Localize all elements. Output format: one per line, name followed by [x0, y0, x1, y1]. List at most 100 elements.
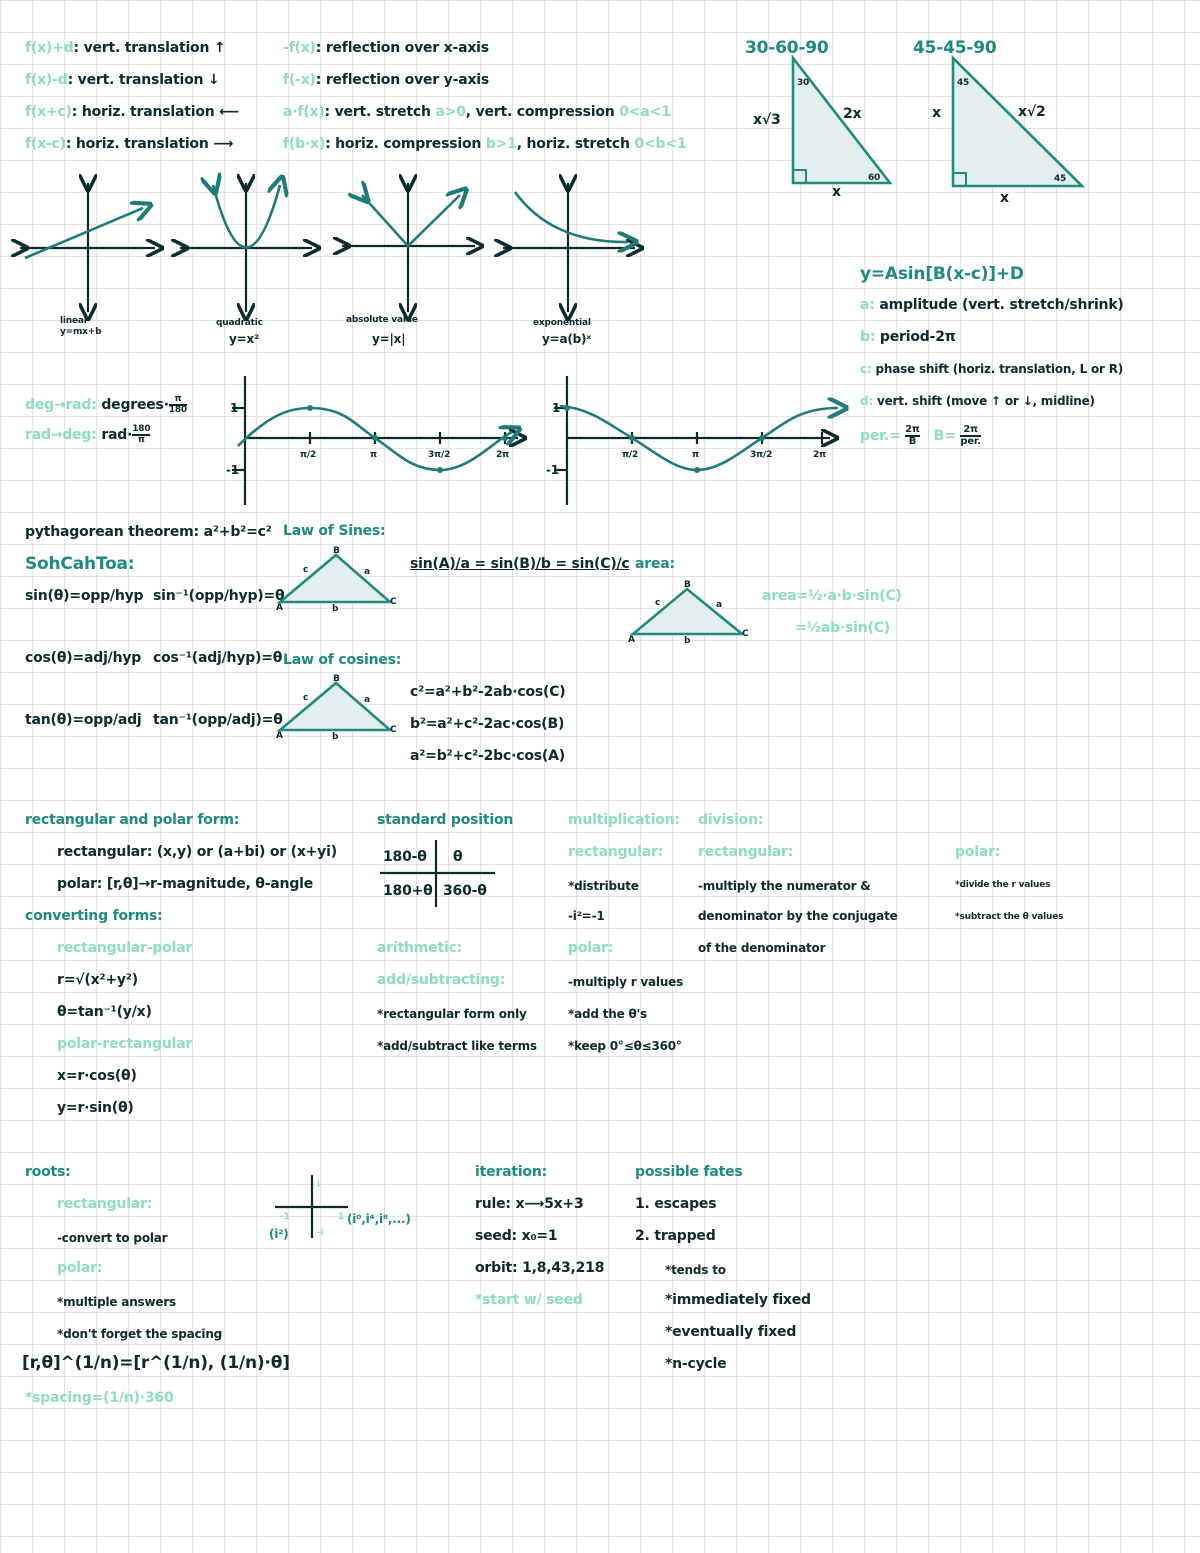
roots-formula: [r,θ]^(1/n)=[r^(1/n), (1/n)·θ]	[22, 1353, 290, 1373]
absolute-value-graph	[342, 183, 475, 312]
angle-60-label: 60	[868, 173, 881, 183]
cosine-y-bottom: -1	[546, 463, 559, 477]
roots-polar-title: polar:	[57, 1260, 103, 1276]
law-of-cosines-2: b²=a²+c²-2ac·cos(B)	[410, 716, 565, 732]
sin-inverse: sin⁻¹(opp/hyp)=θ	[153, 588, 285, 604]
tri3-C: C	[390, 725, 397, 735]
param-a: a: amplitude (vert. stretch/shrink)	[860, 297, 1124, 313]
side-2x-label: 2x	[843, 106, 862, 122]
quadratic-name: quadratic	[216, 318, 263, 328]
fate-sub-1: *tends to	[665, 1263, 726, 1277]
quadrant-3: 180+θ	[383, 883, 433, 899]
cosine-tick-4: 2π	[813, 450, 826, 460]
transform-1: f(x)+d: vert. translation ↑	[25, 40, 226, 56]
arithmetic-line-2: *add/subtract like terms	[377, 1039, 537, 1053]
arithmetic-title: arithmetic:	[377, 940, 463, 956]
fate-sub-4: *n-cycle	[665, 1356, 727, 1372]
area-title: area:	[635, 556, 675, 572]
transform-2: f(x)-d: vert. translation ↓	[25, 72, 220, 88]
mult-rect-1: *distribute	[568, 879, 639, 893]
tri1-a: a	[364, 567, 370, 577]
iteration-title: iteration:	[475, 1164, 548, 1180]
sine-y-bottom: -1	[226, 463, 239, 477]
cos-inverse: cos⁻¹(adj/hyp)=θ	[153, 650, 283, 666]
y-equation: y=r·sin(θ)	[57, 1100, 134, 1116]
oblique-triangles	[276, 553, 746, 732]
division-title: division:	[698, 812, 764, 828]
div-polar-title: polar:	[955, 844, 1001, 860]
sine-tick-3: 3π/2	[428, 450, 451, 460]
triangle-30-60-90	[791, 54, 1086, 188]
tri1-b: b	[332, 604, 339, 614]
add-subtract-title: add/subtracting:	[377, 972, 506, 988]
diag-negi: -i	[317, 1228, 324, 1238]
tan-inverse: tan⁻¹(opp/adj)=θ	[153, 712, 283, 728]
standard-position-cross	[380, 840, 495, 907]
tri1-A: A	[276, 603, 283, 613]
quadrant-1: θ	[453, 849, 463, 865]
polar-title: rectangular and polar form:	[25, 812, 240, 828]
fate-sub-2: *immediately fixed	[665, 1292, 811, 1308]
linear-graph	[20, 183, 155, 312]
quadrant-2: 180-θ	[383, 849, 427, 865]
cos-ratio: cos(θ)=adj/hyp	[25, 650, 142, 666]
roots-spacing: *spacing=(1/n)·360	[25, 1390, 174, 1406]
rect-to-polar-title: rectangular-polar	[57, 940, 193, 956]
parent-graphs	[0, 0, 1200, 330]
iteration-note: *start w/ seed	[475, 1292, 583, 1308]
area-formula-2: =½ab·sin(C)	[795, 620, 890, 636]
mult-polar-2: *add the θ's	[568, 1007, 647, 1021]
exponential-eq: y=a(b)ˣ	[542, 332, 592, 346]
sine-tick-1: π/2	[300, 450, 317, 460]
tri1-c: c	[303, 565, 309, 575]
sinusoid-equation: y=Asin[B(x-c)]+D	[860, 264, 1024, 284]
trig-graphs	[232, 376, 1200, 505]
tri1-B: B	[333, 546, 340, 556]
mult-rect-title: rectangular:	[568, 844, 664, 860]
area-formula-1: area=½·a·b·sin(C)	[762, 588, 902, 604]
tri3-c: c	[303, 693, 309, 703]
div-rect-3: of the denominator	[698, 941, 826, 955]
cosine-tick-3: 3π/2	[750, 450, 773, 460]
fate-2: 2. trapped	[635, 1228, 716, 1244]
tri2-B: B	[684, 580, 691, 590]
leg-x-bottom-label: x	[1000, 190, 1009, 206]
roots-polar-2: *don't forget the spacing	[57, 1327, 223, 1341]
diag-i-squared: (i²)	[269, 1227, 289, 1241]
multiplication-title: multiplication:	[568, 812, 680, 828]
x-equation: x=r·cos(θ)	[57, 1068, 137, 1084]
transform-6: f(-x): reflection over y-axis	[283, 72, 490, 88]
div-rect-title: rectangular:	[698, 844, 794, 860]
angle-45-top-label: 45	[957, 78, 970, 88]
triangle-45-45-90-title: 45-45-90	[913, 38, 997, 58]
law-of-sines-title: Law of Sines:	[283, 523, 386, 539]
converting-title: converting forms:	[25, 908, 163, 924]
iteration-rule: rule: x⟶5x+3	[475, 1196, 584, 1212]
tri2-a: a	[716, 600, 722, 610]
transform-5: -f(x): reflection over x-axis	[283, 40, 489, 56]
sine-y-top: 1	[230, 401, 239, 415]
div-rect-2: denominator by the conjugate	[698, 909, 898, 923]
sine-tick-2: π	[370, 450, 377, 460]
diag-neg1: -1	[280, 1212, 290, 1222]
cosine-graph	[554, 376, 838, 505]
tri3-b: b	[332, 732, 339, 742]
sine-tick-4: 2π	[496, 450, 509, 460]
quadratic-eq: y=x²	[229, 332, 260, 346]
law-of-sines-formula: sin(A)/a = sin(B)/b = sin(C)/c	[410, 556, 630, 572]
side-x-root3-label: x√3	[753, 112, 781, 128]
rect-form: rectangular: (x,y) or (a+bi) or (x+yi)	[57, 844, 337, 860]
iteration-seed: seed: x₀=1	[475, 1228, 558, 1244]
cosine-tick-1: π/2	[622, 450, 639, 460]
theta-equation: θ=tan⁻¹(y/x)	[57, 1004, 152, 1020]
fate-1: 1. escapes	[635, 1196, 717, 1212]
param-c: c: phase shift (horiz. translation, L or…	[860, 362, 1124, 376]
quadratic-graph	[180, 183, 312, 312]
diag-cycle: (i⁰,i⁴,i⁸,...)	[347, 1212, 411, 1226]
transform-3: f(x+c): horiz. translation ⟵	[25, 104, 240, 120]
iteration-orbit: orbit: 1,8,43,218	[475, 1260, 605, 1276]
angle-45-bottom-label: 45	[1054, 174, 1067, 184]
diag-1: 1	[338, 1212, 345, 1222]
transform-4: f(x-c): horiz. translation ⟶	[25, 136, 234, 152]
